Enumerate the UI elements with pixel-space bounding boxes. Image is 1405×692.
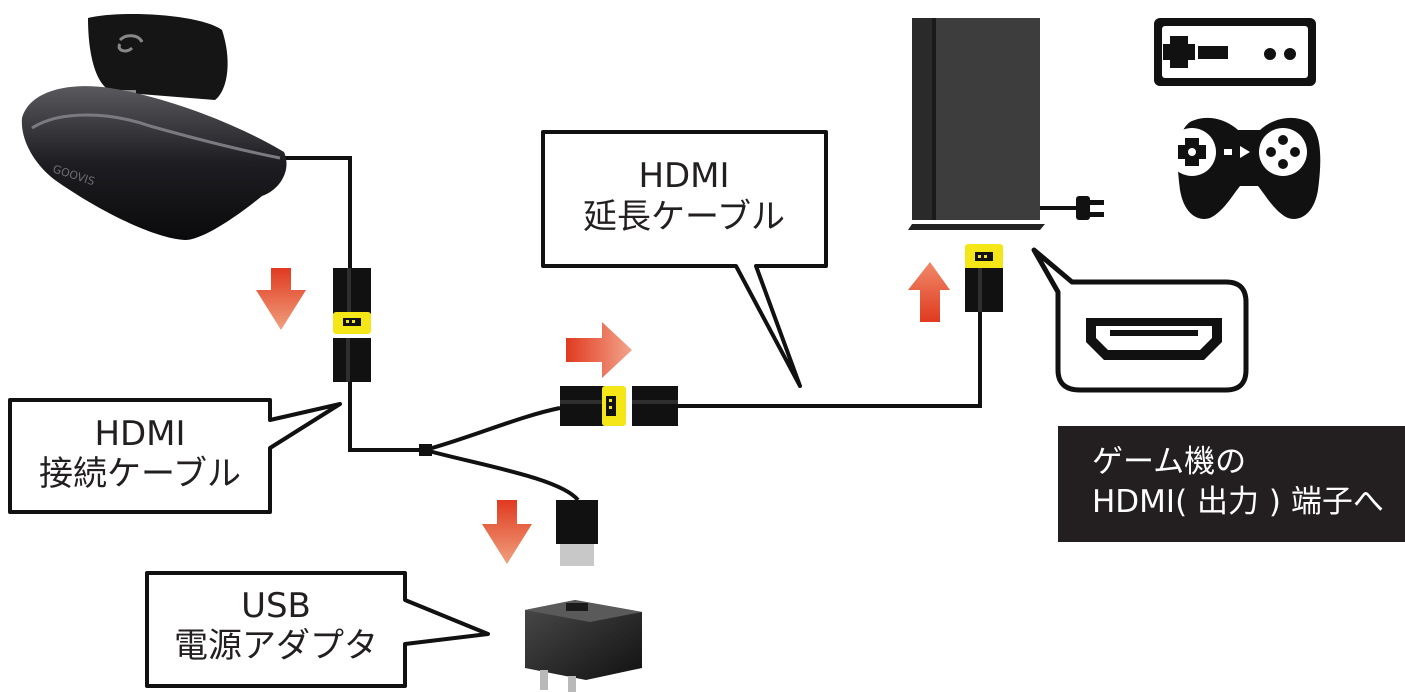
arrow-right-branch (566, 322, 632, 378)
retro-controller-icon (1154, 18, 1316, 86)
note-line2: HDMI( 出力 ) 端子へ (1092, 484, 1384, 520)
callout-connection-line1: HDMI (94, 414, 185, 454)
console-hdmi-note: ゲーム機の HDMI( 出力 ) 端子へ (1058, 426, 1405, 542)
arrow-up-console (908, 262, 950, 322)
gamepad-icon (1168, 117, 1321, 219)
hdmi-port-callout (1031, 247, 1249, 393)
hdmi-connector-console (965, 244, 1003, 312)
hdmi-connector-bottom (333, 338, 371, 382)
hdmi-connector-top (333, 268, 371, 334)
connection-cable-hdmi-branch (424, 406, 561, 452)
callout-usb-line1: USB (241, 586, 311, 626)
connection-cable-main (348, 382, 425, 452)
arrow-down-usb (482, 500, 532, 564)
vr-headset-icon: GOOVIS (21, 14, 287, 240)
usb-power-adapter-icon (525, 600, 642, 692)
game-console-icon (908, 18, 1045, 230)
callout-connection-line2: 接続ケーブル (39, 454, 241, 494)
callout-extension-line1: HDMI (638, 156, 729, 196)
usb-connector (556, 500, 598, 566)
headset-cable (280, 156, 352, 268)
hdmi-connector-branch (560, 386, 626, 426)
arrow-down-headset (256, 268, 306, 330)
callout-usb-line2: 電源アダプタ (174, 626, 378, 666)
callout-extension-line2: 延長ケーブル (583, 197, 785, 237)
power-plug-icon (1076, 196, 1104, 220)
note-line1: ゲーム機の (1092, 444, 1246, 480)
callout-extension-cable: HDMI 延長ケーブル (541, 130, 828, 388)
connection-cable-usb-branch (424, 448, 580, 502)
hdmi-extension-connector (632, 386, 678, 426)
extension-cable (678, 306, 982, 408)
cables (280, 156, 1078, 502)
callout-connection-cable: HDMI 接続ケーブル (8, 398, 342, 514)
cable-splitter (419, 444, 432, 456)
callout-usb-adapter: USB 電源アダプタ (145, 571, 490, 688)
hdmi-port-icon (1086, 318, 1222, 360)
